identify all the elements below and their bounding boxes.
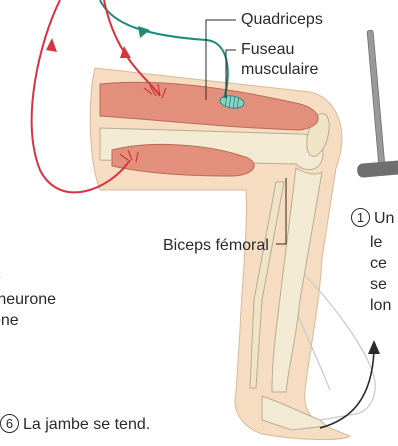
movement-arrow bbox=[320, 350, 374, 428]
step-6-number: 6 bbox=[0, 414, 19, 433]
step-1-text-line5: lon bbox=[370, 296, 391, 315]
cut-label-line3: one bbox=[0, 311, 19, 330]
muscle-spindle-label-line1: Fuseau bbox=[241, 40, 294, 59]
step-1-text-line4: se bbox=[370, 275, 387, 294]
reflex-hammer bbox=[345, 29, 398, 178]
movement-arrow-head bbox=[368, 340, 380, 354]
step-6-text: La jambe se tend. bbox=[23, 416, 150, 433]
cut-label-line1: e bbox=[0, 268, 1, 287]
step-1-text-line3: ce bbox=[370, 254, 387, 273]
motor-nerve-arrow-2 bbox=[46, 38, 57, 52]
step-1-text-line1: Un bbox=[374, 210, 394, 227]
step-1-number: 1 bbox=[351, 208, 370, 227]
biceps-femoral-label: Biceps fémoral bbox=[163, 236, 269, 255]
muscle-spindle-label-line2: musculaire bbox=[241, 60, 318, 79]
quadriceps-label: Quadriceps bbox=[241, 10, 323, 29]
step-1-text-line2: le bbox=[370, 233, 382, 252]
cut-label-line2: rneurone bbox=[0, 290, 56, 309]
